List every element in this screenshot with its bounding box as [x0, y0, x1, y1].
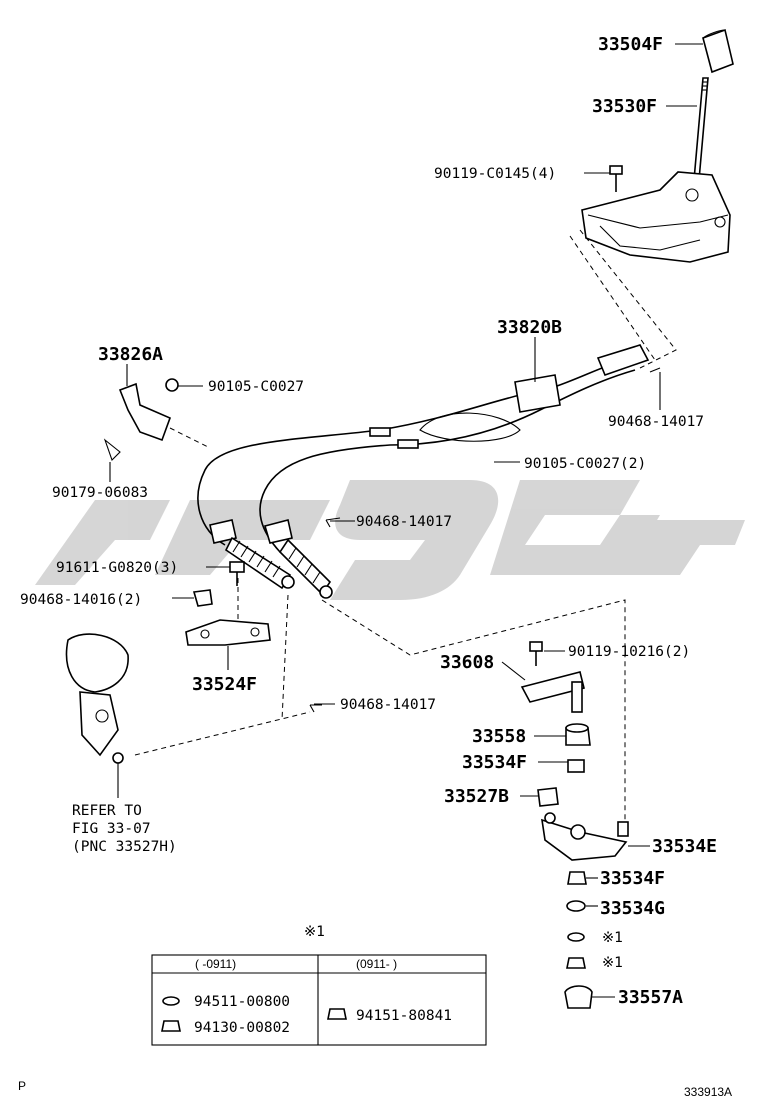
callout-33530F: 33530F [592, 96, 657, 117]
callout-90119-C0145: 90119-C0145(4) [434, 166, 556, 182]
bolt-90119-C0145 [609, 165, 623, 192]
callout-33826A: 33826A [98, 344, 163, 365]
refer-line-2: FIG 33-07 [72, 821, 151, 837]
washer-note1 [567, 932, 585, 942]
callout-33534F-lower: 33534F [600, 868, 665, 889]
bushing-33558 [565, 723, 591, 746]
refer-line-3: (PNC 33527H) [72, 839, 177, 855]
callout-90468-14017-top: 90468-14017 [608, 414, 704, 430]
callout-33504F: 33504F [598, 34, 663, 55]
clip-90468-14016 [192, 589, 213, 607]
cable-assembly-33820B [197, 344, 650, 553]
bracket-33826A [103, 378, 179, 462]
washer-icon [162, 996, 180, 1006]
table-part-94511: 94511-00800 [194, 994, 290, 1010]
callout-90468-14017-mid: 90468-14017 [356, 514, 452, 530]
callout-33820B: 33820B [497, 317, 562, 338]
callout-33534F-upper: 33534F [462, 752, 527, 773]
flange-nut-icon [327, 1008, 347, 1020]
callout-33534E: 33534E [652, 836, 717, 857]
shift-lever-33530F [693, 77, 709, 181]
shift-lever-33534E [541, 812, 629, 861]
shift-arm-33608 [520, 671, 585, 713]
transmission-shift-housing [65, 633, 129, 764]
callout-90105-C0027: 90105-C0027 [208, 379, 304, 395]
nut-note1 [566, 957, 586, 969]
bolt-91611-G0820 [229, 561, 245, 586]
footer-figure-id: 333913A [684, 1085, 732, 1099]
bushing-33534F-upper [567, 759, 585, 773]
leader-lines [109, 43, 703, 998]
shifter-base-assembly [581, 171, 731, 263]
bushing-33534F-lower [567, 871, 587, 885]
shift-knob-33504F [702, 28, 734, 74]
callout-90468-14017-low: 90468-14017 [340, 697, 436, 713]
callout-90119-10216: 90119-10216(2) [568, 644, 690, 660]
watermark-logo [35, 480, 745, 600]
table-marker: ※1 [304, 924, 325, 940]
callout-90105-C0027-2: 90105-C0027(2) [524, 456, 646, 472]
cable-end-springs [209, 519, 333, 599]
callout-33534G: 33534G [600, 898, 665, 919]
callout-33608: 33608 [440, 652, 494, 673]
callout-note1-washer: ※1 [602, 930, 623, 946]
cap-33557A [564, 985, 593, 1009]
table-part-94151: 94151-80841 [356, 1008, 452, 1024]
washer-33534G [566, 900, 586, 912]
callout-90179-06083: 90179-06083 [52, 485, 148, 501]
nut-icon [161, 1020, 181, 1032]
callout-90468-14016: 90468-14016(2) [20, 592, 142, 608]
callout-note1-nut: ※1 [602, 955, 623, 971]
bracket-33524F [185, 619, 271, 646]
callout-91611-G0820: 91611-G0820(3) [56, 560, 178, 576]
footer-left-code: P [18, 1079, 26, 1093]
callout-33558: 33558 [472, 726, 526, 747]
bolt-90119-10216 [529, 641, 543, 666]
refer-line-1: REFER TO [72, 803, 142, 819]
callout-33557A: 33557A [618, 987, 683, 1008]
callout-33527B: 33527B [444, 786, 509, 807]
table-col1-header: ( -0911) [195, 957, 236, 971]
table-part-94130: 94130-00802 [194, 1020, 290, 1036]
table-col2-header: (0911- ) [356, 957, 397, 971]
clip-90468-14017 [309, 367, 661, 713]
callout-33524F: 33524F [192, 674, 257, 695]
variant-table: ※1 ( -0911) (0911- ) 94511-00800 94130-0… [151, 924, 487, 1046]
bushing-33527B [537, 787, 559, 807]
